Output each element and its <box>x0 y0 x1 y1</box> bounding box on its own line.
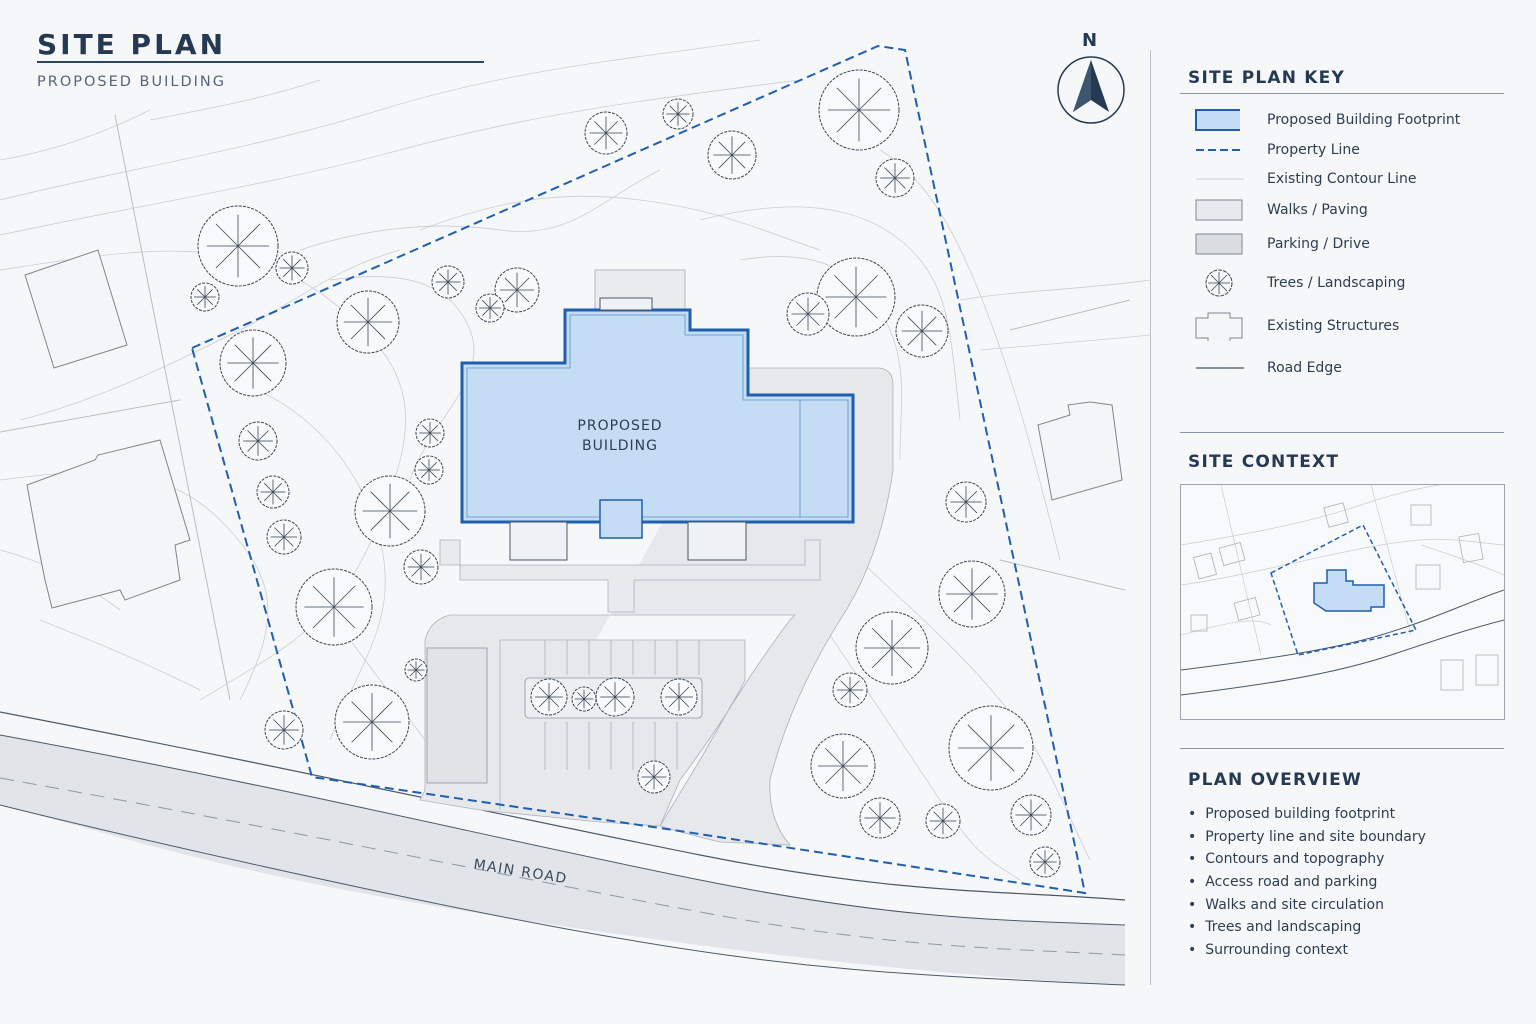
tree-icon <box>595 677 635 717</box>
list-item: Contours and topography <box>1188 848 1426 871</box>
site-plan-drawing: PROPOSED BUILDING MAIN ROAD <box>0 39 1150 986</box>
key-item-contour-line: Existing Contour Line <box>1190 164 1416 194</box>
tree-icon <box>925 803 961 839</box>
tree-icon <box>530 678 568 716</box>
building-label-line1: PROPOSED <box>577 418 662 434</box>
overview-title: PLAN OVERVIEW <box>1188 770 1362 790</box>
tree-icon <box>786 292 830 336</box>
tree-icon <box>238 421 278 461</box>
tree-icon <box>431 265 465 299</box>
existing-structures <box>24 249 1123 609</box>
building-label-line2: BUILDING <box>582 438 658 454</box>
gray-swatch-icon <box>1195 199 1243 221</box>
thin-line-icon <box>1196 178 1244 180</box>
tree-icon <box>404 658 428 682</box>
neighbor-lot-lines <box>0 114 1131 701</box>
tree-icon <box>660 678 698 716</box>
context-title: SITE CONTEXT <box>1188 452 1340 472</box>
contour-lines <box>0 39 1150 881</box>
building-footprint-swatch-icon <box>1195 109 1240 131</box>
tree-icon <box>475 293 505 323</box>
key-item-road-edge: Road Edge <box>1190 353 1342 383</box>
tree-icon <box>354 475 426 547</box>
overview-divider <box>1180 748 1504 749</box>
dashed-line-icon <box>1196 149 1244 151</box>
tree-icon <box>875 158 915 198</box>
tree-icon <box>403 549 439 585</box>
tree-icon <box>948 705 1034 791</box>
key-item-building-footprint: Proposed Building Footprint <box>1190 105 1460 135</box>
list-item: Proposed building footprint <box>1188 803 1426 826</box>
list-item: Surrounding context <box>1188 939 1426 962</box>
tree-icon <box>855 611 929 685</box>
solid-line-icon <box>1196 367 1244 369</box>
north-arrow-icon <box>1057 56 1125 124</box>
tree-icon <box>1010 794 1052 836</box>
tree-icon <box>336 290 400 354</box>
structure-outline-icon <box>1195 312 1243 341</box>
list-item: Access road and parking <box>1188 871 1426 894</box>
list-item: Trees and landscaping <box>1188 916 1426 939</box>
parking-stalls <box>544 640 700 770</box>
key-item-walks-paving: Walks / Paving <box>1190 195 1368 225</box>
tree-icon <box>945 481 987 523</box>
tree-icon <box>1029 846 1061 878</box>
tree-icon <box>415 418 445 448</box>
key-title-rule <box>1180 93 1504 94</box>
tree-icon <box>662 98 694 130</box>
tree-icon <box>414 455 444 485</box>
tree-icon <box>571 686 597 712</box>
proposed-building-footprint <box>460 297 855 561</box>
key-item-property-line: Property Line <box>1190 135 1360 165</box>
tree-icon <box>190 282 220 312</box>
main-road <box>0 711 1126 986</box>
site-context-map <box>1180 484 1505 720</box>
tree-icon <box>810 733 876 799</box>
tree-icon <box>832 672 868 708</box>
tree-icon <box>895 304 949 358</box>
tree-icon <box>264 710 304 750</box>
tree-icon <box>256 475 290 509</box>
key-title: SITE PLAN KEY <box>1188 68 1345 88</box>
page-subtitle: PROPOSED BUILDING <box>37 74 226 90</box>
tree-icon <box>859 797 901 839</box>
tree-icon <box>295 568 373 646</box>
tree-icon <box>334 684 410 760</box>
trees-and-landscaping <box>190 69 1061 878</box>
title-underline <box>37 61 484 63</box>
tree-icon <box>707 130 757 180</box>
list-item: Walks and site circulation <box>1188 894 1426 917</box>
context-map-drawing <box>1181 485 1504 696</box>
overview-list: Proposed building footprint Property lin… <box>1188 803 1426 962</box>
key-item-parking-drive: Parking / Drive <box>1190 229 1370 259</box>
tree-icon <box>938 560 1006 628</box>
north-label: N <box>1082 30 1098 51</box>
key-item-existing-structures: Existing Structures <box>1190 311 1399 341</box>
property-line <box>190 44 1087 895</box>
context-divider <box>1180 432 1504 433</box>
tree-icon <box>494 267 540 313</box>
tree-icon <box>1205 269 1233 297</box>
tree-icon <box>275 251 309 285</box>
darker-gray-swatch-icon <box>1195 233 1243 255</box>
tree-icon <box>197 205 279 287</box>
key-item-trees: Trees / Landscaping <box>1190 268 1405 298</box>
panel-divider <box>1150 50 1151 985</box>
list-item: Property line and site boundary <box>1188 826 1426 849</box>
tree-icon <box>637 760 671 794</box>
tree-icon <box>816 257 896 337</box>
page-title: SITE PLAN <box>37 28 227 61</box>
tree-icon <box>219 329 287 397</box>
tree-icon <box>266 519 302 555</box>
tree-icon <box>818 69 900 151</box>
tree-icon <box>584 111 628 155</box>
